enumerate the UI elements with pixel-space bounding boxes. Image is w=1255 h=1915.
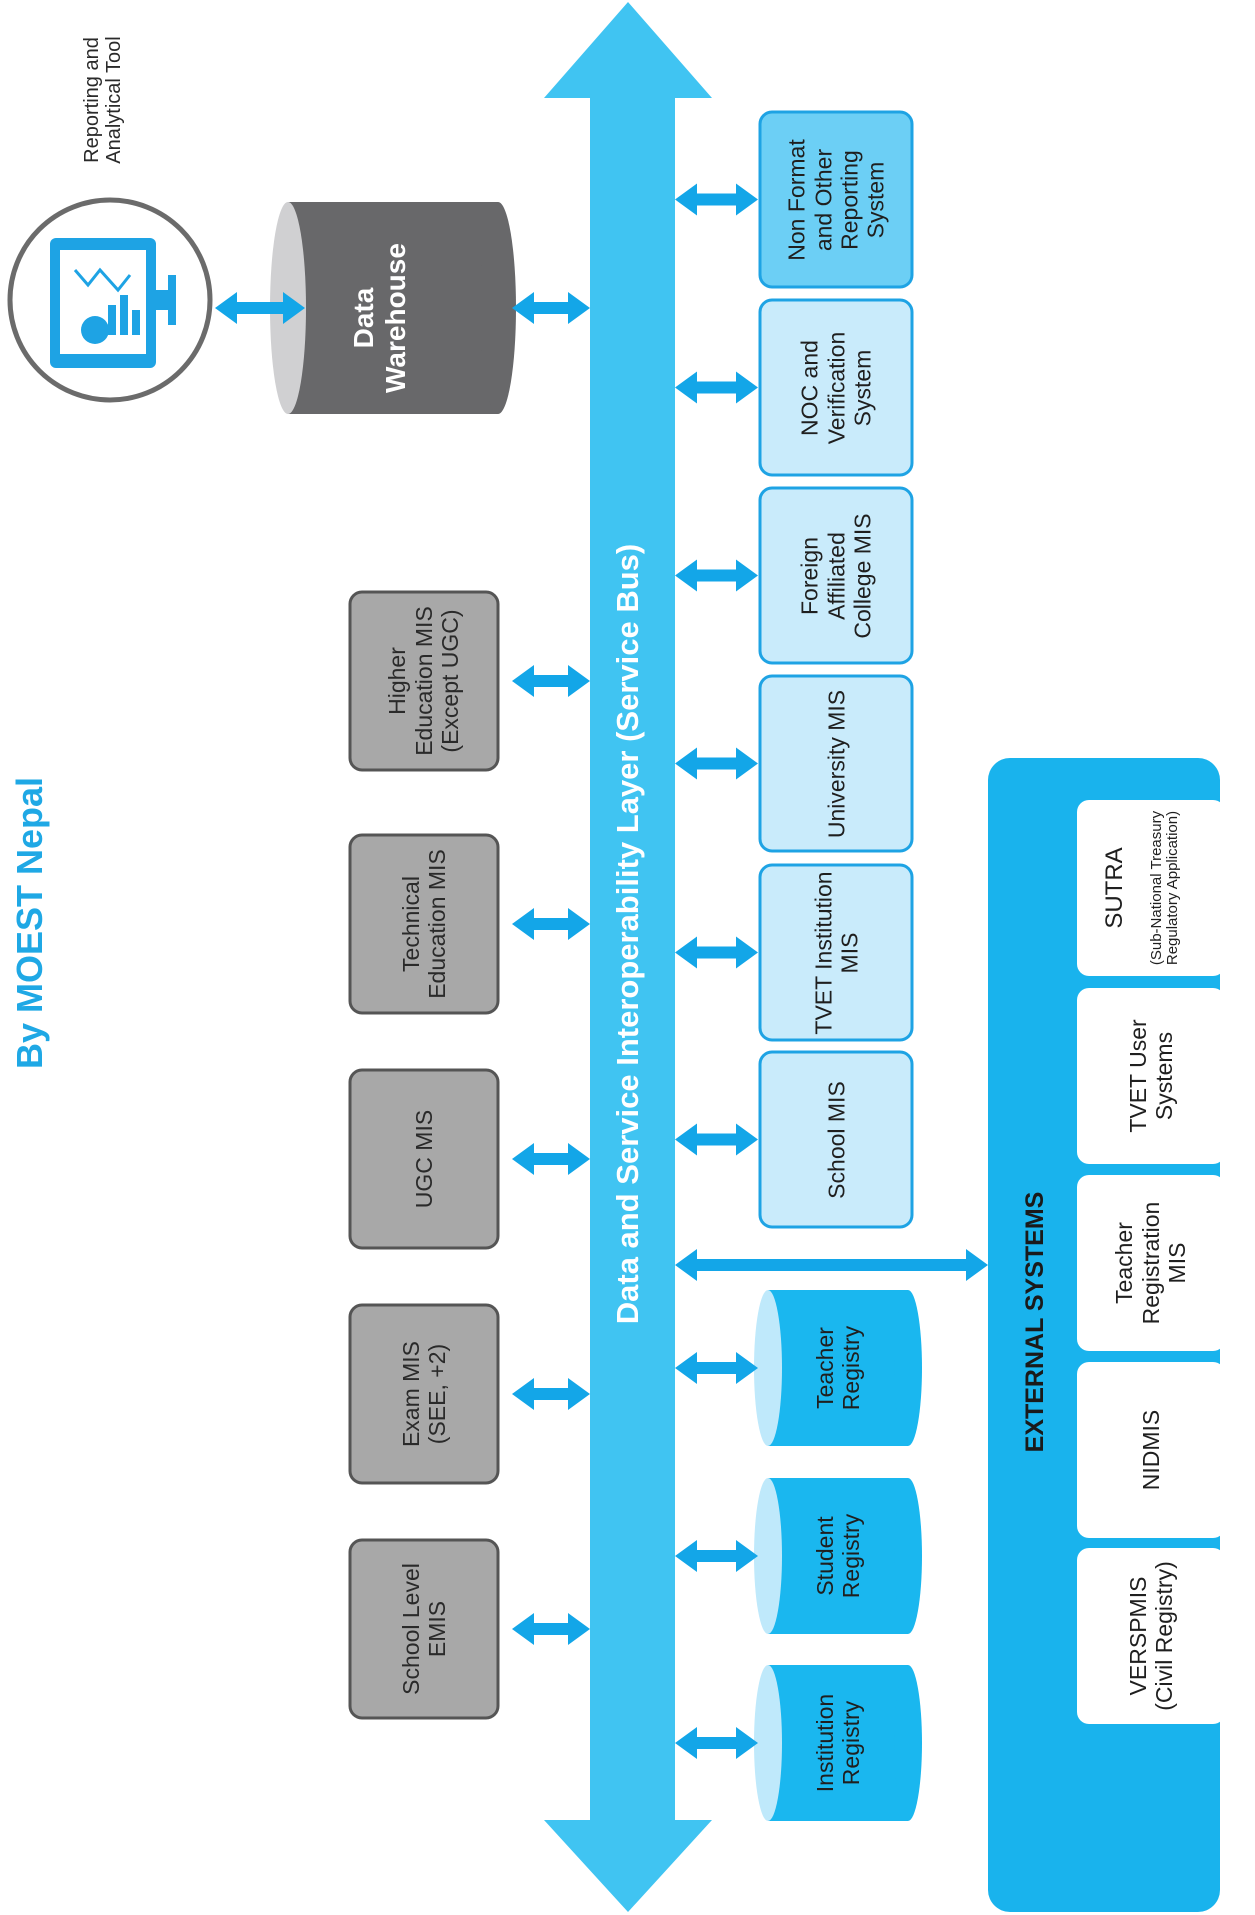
registry-cylinder [768,1478,908,1634]
external-system-label: TVET User Systems [1124,1019,1177,1133]
registry-label: Student Registry [811,1513,864,1599]
right-system-label: NOC and Verification System [796,331,876,444]
reporting-tool-icon [7,197,213,403]
registry-cylinder [768,1290,908,1446]
left-system-label: Technical Education MIS [397,849,450,999]
bus-connector-arrow [512,908,590,940]
left-system-box [348,1538,500,1720]
bus-connector-arrow [512,1143,590,1175]
external-system-box [1077,1175,1225,1351]
registry-cylinder-end [894,1665,922,1821]
data-warehouse-label: Data Warehouse [347,243,411,393]
external-systems-title: EXTERNAL SYSTEMS [1020,1191,1049,1453]
left-system-label: School Level EMIS [397,1563,450,1695]
right-system-box [758,486,914,665]
registry-cylinder-cap [754,1290,782,1446]
external-system-label: Teacher Registration MIS [1111,1201,1191,1325]
page-subtitle: By MOEST Nepal [9,776,51,1070]
registry-cylinder [768,1665,908,1821]
external-system-label: VERSPMIS (Civil Registry) [1124,1561,1177,1711]
bus-connector-arrow [675,1540,758,1572]
right-system-label: School MIS [822,1080,849,1199]
left-system-box [348,590,500,772]
bus-connector-arrow [512,665,590,697]
registry-cylinder-end [894,1290,922,1446]
external-system-label: NIDMIS [1137,1409,1164,1491]
service-bus-label: Data and Service Interoperability Layer … [610,543,646,1325]
registry-cylinder-cap [754,1478,782,1634]
right-system-box [758,863,914,1042]
reporting-tool-label: Reporting and Analytical Tool [81,36,125,164]
registry-cylinder-end [894,1478,922,1634]
bus-connector-arrow [675,1727,758,1759]
sutra-box [1077,800,1225,976]
right-system-box [758,298,914,477]
left-system-box [348,833,500,1015]
left-system-label: Exam MIS (SEE, +2) [397,1340,450,1448]
bus-connector-arrow [675,747,758,780]
warehouse-tool-arrow [215,292,305,324]
warehouse-bus-arrow [512,292,590,324]
right-system-box [758,674,914,853]
right-system-label: Non Format and Other Reporting System [783,138,889,261]
bus-connector-arrow [675,1352,758,1384]
bus-connector-arrow [675,183,758,216]
bus-connector-arrow [675,371,758,404]
right-system-label: University MIS [822,689,849,838]
right-system-label: TVET Institution MIS [809,870,862,1035]
sutra-sublabel: (Sub-National Treasury Regulatory Applic… [1147,810,1182,966]
left-system-box [348,1303,500,1485]
left-system-label: Higher Education MIS (Except UGC) [384,606,464,756]
bus-connector-arrow [675,559,758,592]
sutra-label: SUTRA [1101,847,1129,929]
bus-connector-arrow [675,1123,758,1156]
left-system-box [348,1068,500,1250]
right-system-label: Foreign Affiliated College MIS [796,512,876,639]
left-system-label: UGC MIS [410,1109,437,1209]
registry-cylinder-cap [754,1665,782,1821]
bus-connector-arrow [675,936,758,969]
bus-connector-arrow [512,1378,590,1410]
external-system-box [1077,988,1225,1164]
right-system-box [758,110,914,289]
external-system-box [1077,1548,1225,1724]
external-system-box [1077,1362,1225,1538]
right-system-box [758,1050,914,1229]
registry-label: Institution Registry [811,1693,864,1793]
bus-connector-arrow [512,1613,590,1645]
registry-label: Teacher Registry [811,1325,864,1411]
external-connector-arrow [675,1249,988,1281]
service-bus-arrow [544,2,712,1912]
